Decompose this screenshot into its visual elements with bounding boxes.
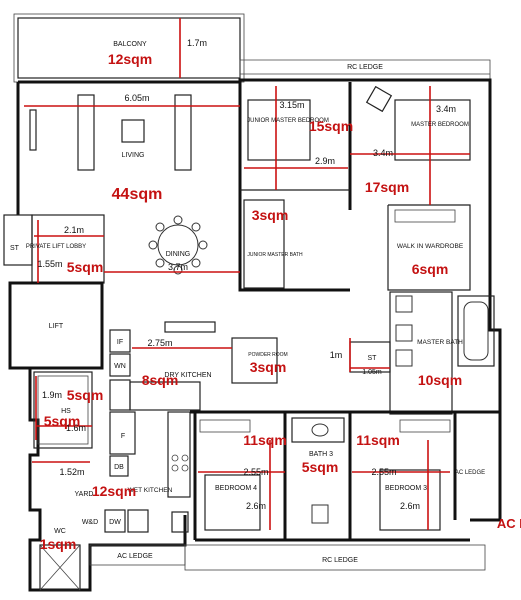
area-jmb: 15sqm (309, 118, 353, 134)
label-rc-ledge-top: RC LEDGE (347, 64, 383, 71)
label-db: DB (114, 464, 124, 471)
label-st-right: ST (368, 355, 378, 362)
dimension-lines (24, 18, 470, 530)
dim-yard-width: 1.52m (59, 467, 84, 477)
area-wardrobe: 6sqm (412, 261, 449, 277)
room-labels: BALCONY RC LEDGE LIVING JUNIOR MASTER BE… (10, 41, 521, 564)
area-hs: 5sqm (67, 387, 104, 403)
label-dry-kitchen: DRY KITCHEN (164, 372, 211, 379)
area-bedroom4: 11sqm (243, 432, 287, 448)
area-powder: 3sqm (250, 359, 287, 375)
area-jmb-bath: 3sqm (252, 207, 289, 223)
label-if: IF (117, 339, 123, 346)
walls (3, 13, 502, 592)
dim-mb-width: 3.4m (373, 148, 393, 158)
label-private-lift-lobby: PRIVATE LIFT LOBBY (26, 244, 86, 250)
label-walk-in-wardrobe: WALK IN WARDROBE (397, 243, 464, 250)
area-master-bath: 10sqm (418, 372, 462, 388)
label-living: LIVING (122, 152, 145, 159)
label-junior-master-bedroom: JUNIOR MASTER BEDROOM (247, 118, 329, 124)
dim-lobby-width: 2.1m (64, 225, 84, 235)
area-hs2: 5sqm (44, 413, 81, 429)
label-yard: YARD (75, 491, 94, 498)
label-master-bath: MASTER BATH (417, 339, 463, 346)
area-wet-kitchen: 12sqm (92, 483, 136, 499)
area-labels: 12sqm 15sqm 17sqm 44sqm 3sqm 6sqm 5sqm 3… (40, 51, 462, 552)
dim-bedroom3-width: 2.55m (371, 467, 396, 477)
dim-jmb-depth: 3.15m (279, 100, 304, 110)
label-wet-kitchen: WET KITCHEN (128, 487, 173, 494)
dim-hs-width: 1.6m (66, 423, 86, 433)
dim-living-width: 6.05m (124, 93, 149, 103)
dim-hs-depth: 1.9m (42, 390, 62, 400)
label-master-bedroom: MASTER BEDROOM (411, 122, 469, 128)
label-lift: LIFT (49, 323, 64, 330)
label-ac-edge-cut: AC L (497, 516, 521, 531)
dim-bedroom4-width: 2.55m (243, 467, 268, 477)
dim-bedroom4-depth: 2.6m (246, 501, 266, 511)
label-dining: DINING (166, 251, 191, 258)
label-f: F (121, 433, 125, 440)
label-ac-ledge-bottom: AC LEDGE (117, 553, 153, 560)
dim-bedroom3-depth: 2.6m (400, 501, 420, 511)
dim-dry-kitchen-width: 2.75m (147, 338, 172, 348)
area-dry-kitchen: 8sqm (142, 372, 179, 388)
label-ac-ledge-right: AC LEDGE (455, 470, 485, 476)
area-living: 44sqm (112, 186, 163, 203)
label-powder-room: POWDER ROOM (248, 352, 287, 358)
dim-lobby-depth: 1.55m (37, 259, 62, 269)
area-mb: 17sqm (365, 179, 409, 195)
label-bath3: BATH 3 (309, 451, 333, 458)
area-bath3: 5sqm (302, 459, 339, 475)
label-bedroom3: BEDROOM 3 (385, 485, 427, 492)
area-bedroom3: 11sqm (356, 432, 400, 448)
area-lobby: 5sqm (67, 259, 104, 275)
dim-mb-depth: 3.4m (436, 104, 456, 114)
label-balcony: BALCONY (113, 41, 147, 48)
dim-dining-width: 3.7m (168, 262, 188, 272)
label-dw: DW (109, 519, 121, 526)
dim-st-depth: 1m (330, 350, 343, 360)
label-rc-ledge-bottom: RC LEDGE (322, 557, 358, 564)
label-wd: W&D (82, 519, 98, 526)
label-bedroom4: BEDROOM 4 (215, 485, 257, 492)
dim-st-width: 1.05m (362, 369, 382, 376)
area-wc: 1sqm (40, 536, 77, 552)
dim-balcony-depth: 1.7m (187, 38, 207, 48)
label-st-left: ST (10, 245, 20, 252)
label-wn: WN (114, 363, 126, 370)
label-hs: HS (61, 408, 71, 415)
dim-jmb-width: 2.9m (315, 156, 335, 166)
area-balcony: 12sqm (108, 51, 152, 67)
dimension-labels: 1.7m 6.05m 3.15m 2.9m 3.4m 3.4m 2.1m 1.5… (37, 38, 456, 511)
label-junior-master-bath: JUNIOR MASTER BATH (247, 252, 303, 258)
label-wc: WC (54, 528, 66, 535)
